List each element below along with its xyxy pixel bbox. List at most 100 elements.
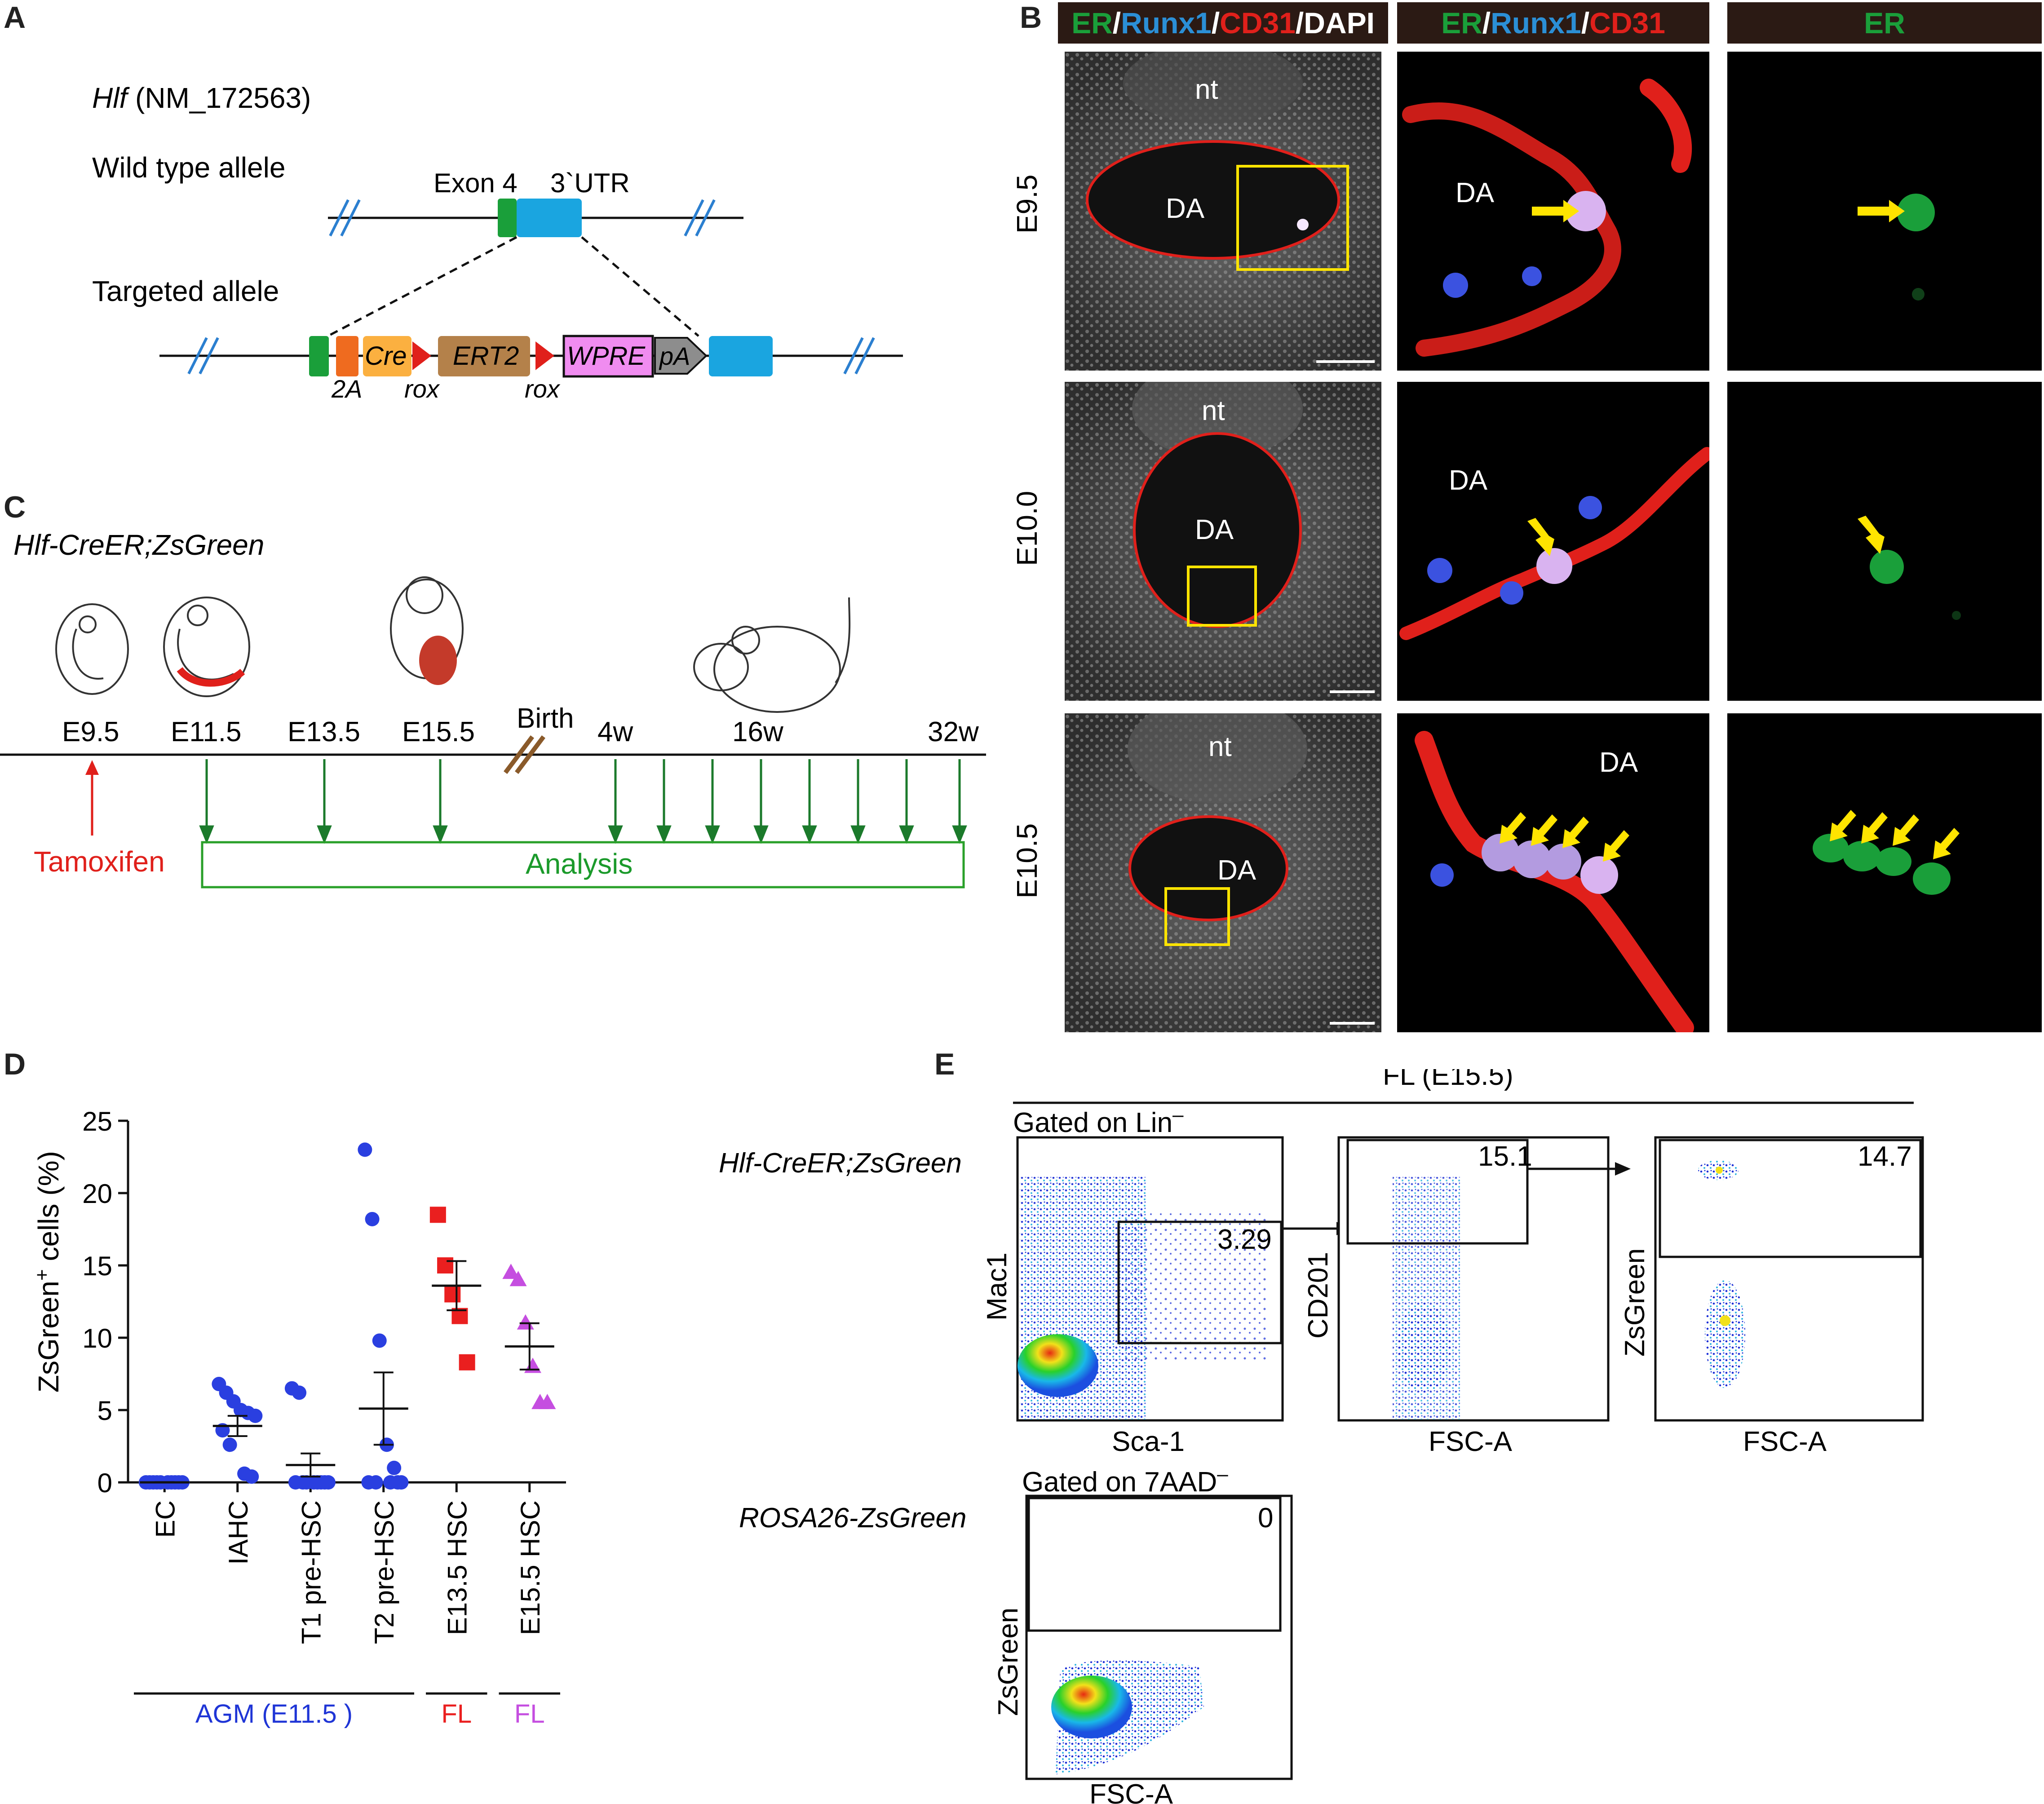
data-point-2-9	[317, 1475, 332, 1490]
tg-break-right	[843, 337, 875, 375]
wt-break-right	[684, 199, 716, 237]
x-tick-label-1: IAHC	[223, 1500, 253, 1565]
rox-triangle-1	[412, 341, 431, 370]
flow-plot-cd201-fsc: 15.1 CD201 FSC-A	[1303, 1136, 1610, 1457]
data-point-2-7	[296, 1475, 310, 1490]
data-point-4-1	[437, 1257, 454, 1273]
data-point-1-9	[244, 1469, 259, 1484]
time-e135: E13.5	[288, 716, 360, 747]
gate-box-zsgreen	[1659, 1139, 1922, 1258]
er-cell-cluster	[1482, 834, 1618, 894]
da-label-2b: DA	[1449, 465, 1488, 496]
analysis-arrows	[199, 759, 967, 844]
data-point-3-0	[358, 1142, 372, 1157]
da-label-3b: DA	[1599, 747, 1638, 778]
analysis-label: Analysis	[526, 848, 633, 880]
time-e155: E15.5	[402, 716, 475, 747]
gene-label: Hlf (NM_172563)	[92, 82, 311, 114]
stage-label-2: E10.0	[1011, 491, 1043, 566]
gate-box-rosa26	[1027, 1497, 1282, 1632]
cd31-vessel-1	[1402, 102, 1621, 357]
data-point-5-1	[509, 1271, 527, 1287]
header1-sep1: /	[1112, 6, 1121, 40]
group-label-0: AGM (E11.5 )	[195, 1699, 353, 1729]
gate-value-2: 15.1	[1478, 1141, 1532, 1172]
data-point-3-2	[372, 1333, 387, 1348]
data-point-5-2	[517, 1314, 534, 1330]
panel-a-diagram: Hlf (NM_172563) Wild type allele Exon 4 …	[92, 82, 903, 403]
cd31-vessel-3	[1415, 731, 1694, 1032]
cre-label: Cre	[365, 341, 407, 371]
da-label-1b: DA	[1456, 177, 1495, 208]
flow-plot-mac1-sca1: 3.29 Mac1 Sca-1	[982, 1136, 1284, 1457]
wpre-box	[562, 335, 654, 378]
data-point-3-9	[390, 1475, 405, 1490]
utr-label: 3`UTR	[550, 168, 630, 198]
data-point-3-7	[368, 1475, 383, 1490]
p2-y-label: CD201	[1303, 1252, 1334, 1339]
time-32w: 32w	[928, 716, 979, 747]
wt-utr-box	[517, 199, 582, 237]
micrograph-e100-er	[1727, 382, 2042, 701]
embryo-e95-icon	[55, 603, 129, 695]
time-birth: Birth	[517, 703, 574, 734]
header1-sep2: /	[1211, 6, 1220, 40]
panel-c-title: Hlf-CreER;ZsGreen	[13, 529, 264, 561]
y-axis-label: ZsGreen+ cells (%)	[31, 1151, 65, 1393]
p1-x-label: Sca-1	[1112, 1426, 1185, 1457]
header1-er: ER	[1071, 6, 1113, 40]
er-cell-1	[1566, 191, 1606, 231]
header2-cd31: CD31	[1589, 6, 1665, 40]
yellow-arrow-2b	[1858, 516, 1885, 554]
y-tick-label-2: 10	[82, 1323, 112, 1353]
data-point-2-1	[292, 1385, 307, 1400]
gated-lin-label: Gated on Lin–	[1013, 1104, 1184, 1138]
analysis-box	[201, 841, 965, 889]
zoom-box-2	[1187, 566, 1257, 627]
p1-y-label: Mac1	[982, 1252, 1013, 1321]
x-tick-label-5: E15.5 HSC	[515, 1500, 545, 1635]
x-tick-label-0: EC	[150, 1500, 180, 1538]
data-point-5-5	[539, 1393, 556, 1409]
yellow-arrows-3b	[1830, 810, 1960, 859]
y-tick-label-3: 15	[82, 1251, 112, 1281]
data-point-1-7	[222, 1437, 237, 1452]
connector-right	[581, 236, 699, 337]
gate-box-sca1	[1117, 1220, 1283, 1344]
dorsal-aorta-lumen	[1086, 140, 1340, 260]
header1-runx: Runx1	[1121, 6, 1212, 40]
pa-label: pA	[659, 342, 690, 370]
header2-sep1: /	[1482, 6, 1491, 40]
rox-label-2: rox	[525, 375, 561, 403]
yellow-arrow-2	[1527, 518, 1554, 556]
gate-value-3: 14.7	[1858, 1141, 1912, 1172]
header1-dapi: DAPI	[1304, 6, 1375, 40]
micrograph-e100-merge: DA	[1397, 382, 1709, 701]
fetal-liver-mark	[419, 636, 457, 685]
micrograph-e95-merge: DA	[1397, 52, 1709, 371]
micrograph-e105-merge: DA	[1397, 713, 1709, 1032]
data-point-5-0	[502, 1264, 520, 1279]
time-e95: E9.5	[62, 716, 119, 747]
nt-label-2: nt	[1202, 395, 1225, 426]
micrograph-e95-merge-dapi: nt DA	[1065, 52, 1381, 371]
nt-label-3: nt	[1208, 731, 1232, 762]
gated-7aad-label: Gated on 7AAD–	[1022, 1463, 1228, 1498]
panel-b-stage-labels: E9.5 E10.0 E10.5	[1011, 174, 1043, 898]
stage-label-3: E10.5	[1011, 823, 1043, 898]
density-cluster-2	[1051, 1676, 1132, 1738]
wt-break-left	[329, 199, 361, 237]
micrograph-e100-merge-dapi: nt DA	[1065, 382, 1381, 701]
mouse-icon	[693, 597, 851, 713]
header2-sep2: /	[1581, 6, 1590, 40]
x-tick-label-4: E13.5 HSC	[442, 1500, 472, 1635]
zoom-box-1	[1236, 165, 1349, 271]
panel-letter-c: C	[4, 490, 26, 524]
group-label-1: FL	[441, 1699, 472, 1729]
panel-b-header-1: ER/Runx1/CD31/DAPI	[1058, 2, 1388, 44]
tg-exon4-box	[309, 336, 329, 376]
yellow-arrow-1b	[1858, 200, 1905, 222]
agm-region-mark	[177, 667, 245, 687]
data-point-3-4	[387, 1460, 402, 1475]
data-point-4-0	[429, 1207, 446, 1223]
